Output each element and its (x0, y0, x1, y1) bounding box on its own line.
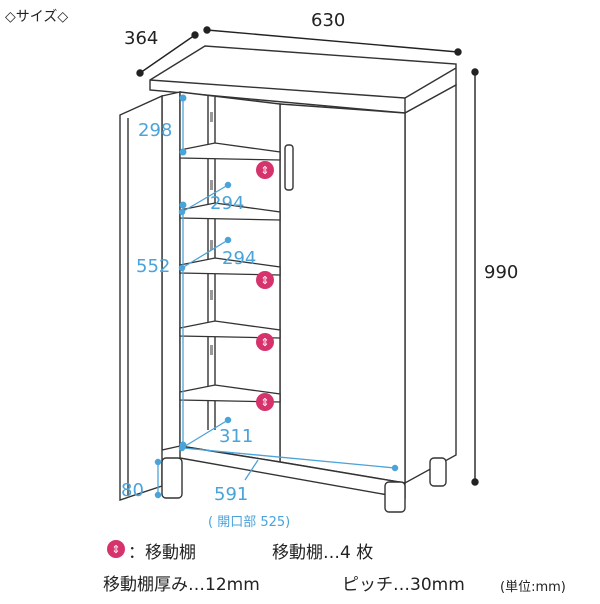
shelf-depth-label-2: 294 (222, 248, 257, 269)
movable-shelf-icon: ⇕ (256, 271, 274, 289)
leg (429, 457, 447, 487)
inner-dimension-lines (154, 94, 399, 499)
legend-shelf-count: 移動棚…4 枚 (272, 543, 374, 563)
door-handle (284, 144, 294, 191)
opening-width-label: ( 開口部 525) (208, 515, 291, 530)
legend-shelf-thickness: 移動棚厚み…12mm (103, 575, 260, 595)
shelf (179, 257, 281, 276)
outer-dimension-lines (136, 26, 479, 486)
width-label: 630 (311, 10, 346, 31)
shelf (179, 202, 281, 221)
width-dimension-line (206, 29, 459, 53)
svg-text:⇕: ⇕ (111, 543, 120, 556)
unit-label: (単位:mm) (500, 580, 566, 595)
shelf (179, 142, 281, 161)
page-title: ◇サイズ◇ (5, 9, 69, 25)
right-side-panel (404, 83, 457, 485)
cabinet-outline (119, 45, 457, 513)
svg-text:⇕: ⇕ (260, 396, 269, 409)
inner-width-label: 591 (214, 484, 249, 505)
leg (384, 481, 406, 513)
shelf-peg-holes (210, 112, 213, 355)
shelf-depth-label-1: 294 (210, 193, 245, 214)
leg-height-label: 80 (121, 480, 144, 501)
legend-marker-icon: ⇕ (107, 540, 125, 558)
shelf-top-gap-label: 298 (138, 120, 173, 141)
svg-text:⇕: ⇕ (260, 274, 269, 287)
svg-text:⇕: ⇕ (260, 336, 269, 349)
right-door (279, 103, 406, 484)
height-label: 990 (484, 262, 519, 283)
shelf (179, 320, 281, 339)
svg-text:⇕: ⇕ (260, 164, 269, 177)
depth-dimension-line (139, 34, 196, 74)
inner-height-label: 552 (136, 256, 171, 277)
movable-shelf-icon: ⇕ (256, 161, 274, 179)
left-door (119, 94, 163, 501)
bottom-depth-label: 311 (219, 426, 254, 447)
movable-shelf-icon: ⇕ (256, 333, 274, 351)
legend-movable-shelf: ：移動棚 (128, 543, 196, 563)
legend-pitch: ピッチ…30mm (342, 575, 465, 595)
shelf (179, 384, 281, 403)
leg (161, 457, 183, 499)
shelves (179, 142, 281, 403)
movable-shelf-markers: ⇕ ⇕ ⇕ ⇕ ⇕ (107, 161, 274, 558)
movable-shelf-icon: ⇕ (256, 393, 274, 411)
depth-label: 364 (124, 28, 159, 49)
